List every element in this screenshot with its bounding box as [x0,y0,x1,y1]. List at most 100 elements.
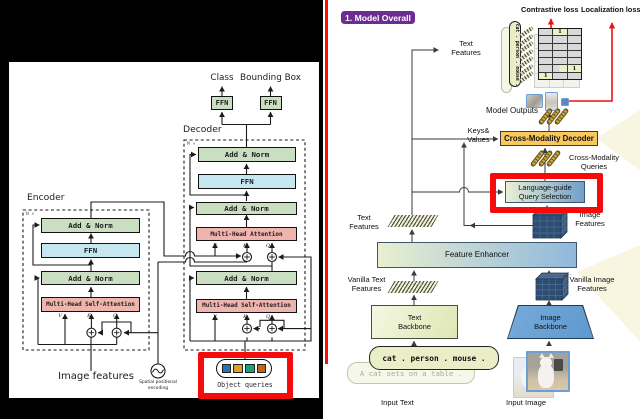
matrix-cell [539,50,553,58]
matrix-cell [539,36,553,43]
vanilla-text-features-line1: Vanilla Text [347,275,386,284]
object-queries-pill [216,359,272,378]
text-features-top-label: Text Features [436,39,496,58]
text-features-top-line1: Text [459,39,473,48]
vanilla-image-features-line1: Vanilla Image [569,275,615,284]
encoder-addnorm-bottom: Add & Norm [41,271,140,285]
decoder-sa-q-label: Q [265,314,271,320]
loss-arrows [547,18,616,102]
vanilla-text-features-label: Vanilla Text Features [331,275,402,294]
localization-loss-label: Localization loss [581,5,640,14]
image-backbone-line1: Image [540,312,561,322]
grounding-dino-connectors [409,47,552,347]
query-square-4 [256,363,267,374]
matrix-cell [539,65,553,72]
section-badge: 1. Model Overall [341,11,415,24]
decoder-ffn: FFN [198,174,296,189]
image-features-line2: Features [575,218,605,228]
ffn-head-bbox: FFN [259,96,282,110]
query-square-3 [245,363,255,374]
decoder-self-attention: Multi-Head Self-Attention [196,299,297,313]
decoder-label: Decoder [183,124,222,135]
input-text-label: Input Text [381,398,414,407]
text-features-hatch [387,215,439,227]
decoder-sa-k-label: K [243,314,247,320]
decoder-ca-k-label: K [243,242,247,249]
matrix-cell [553,72,567,79]
cross-modality-queries-label: Cross-Modality Queries [558,153,630,172]
image-features-label: Image Features [559,210,621,229]
cat-ear-right [548,353,554,358]
input-image-photo [526,351,570,392]
matrix-cell [567,29,581,36]
cat-body [538,364,554,388]
matrix-cell [539,58,553,65]
encoder-v-label: V [58,313,62,319]
vanilla-image-features-line2: Features [577,283,607,293]
keys-values-label: Keys& Values [460,126,497,145]
keys-values-line2: Values [467,134,490,144]
decoder-dashed-frame [183,139,306,351]
cat-head [540,357,552,368]
text-backbone-line1: Text [407,312,422,322]
decoder-ca-q-label: Q [265,242,271,249]
language-guide-line2: Query Selection [518,192,572,201]
matrix-cell [553,43,567,50]
matrix-cell [539,29,553,36]
image-backbone-line2: Backbone [534,322,567,331]
encoder-label: Encoder [27,192,65,203]
matrix-cell: 1 [539,72,553,79]
encoder-ffn: FFN [41,243,140,258]
positional-encoding-line1: Spatial positional [139,380,177,385]
matrix-cell [553,50,567,58]
matrix-cell [567,43,581,50]
photo-background-object [554,359,563,371]
matrix-cell [567,36,581,43]
decoder-ca-v-label: V [213,242,217,249]
encoder-self-attention: Multi-Head Self-Attention [41,297,140,312]
matrix-cell: 1 [553,29,567,36]
contrastive-loss-label: Contrastive loss [521,5,579,14]
text-features-mid-line2: Features [349,221,379,231]
bounding-box-label: Bounding Box [240,73,301,83]
matrix-cell [539,43,553,50]
text-features-mid-label: Text Features [334,213,394,232]
query-square-2 [233,363,243,374]
matrix-cell [553,58,567,65]
query-selection-highlight-frame [490,172,603,213]
matrix-cell [567,72,581,79]
encoder-k-label: K [87,313,91,319]
encoder-multiplier: N × [26,212,35,217]
decoder-addnorm-top: Add & Norm [198,147,296,162]
model-output-image-1 [526,94,543,108]
matrix-cell [553,65,567,72]
model-output-icon-small [561,97,569,106]
keys-values-line1: Keys& [467,126,490,135]
matrix-cell [553,36,567,43]
classes-prompt-vertical-text: cat . person . mouse . [514,23,520,87]
positional-encoding-line2: encoding [147,385,169,391]
decoder-addnorm-mid: Add & Norm [196,202,297,215]
cross-modality-queries-line1: Cross-Modality [568,153,619,162]
text-features-top-line2: Features [451,47,481,57]
classes-prompt-vertical-pill: cat . person . mouse . [509,21,521,87]
matrix-cell [567,58,581,65]
object-queries-label: Object queries [217,381,273,389]
ffn-head-class: FFN [211,96,233,110]
image-backbone-fill [508,306,593,338]
decoder-multiplier: M × [187,142,196,147]
cross-modality-decoder-box: Cross-Modality Decoder [500,131,598,146]
text-backbone-box: Text Backbone [371,305,458,339]
vanilla-text-features-line2: Features [351,283,382,293]
encoder-q-label: Q [112,313,118,319]
cross-modality-queries-line2: Queries [580,161,608,171]
decoder-addnorm-bottom: Add & Norm [196,271,297,285]
cat-ear-left [539,353,545,358]
encoder-addnorm-top: Add & Norm [41,218,140,233]
red-separator-line [324,0,328,364]
decoder-cross-attention: Multi-Head Attention [196,227,297,241]
vanilla-image-features-label: Vanilla Image Features [557,275,627,294]
